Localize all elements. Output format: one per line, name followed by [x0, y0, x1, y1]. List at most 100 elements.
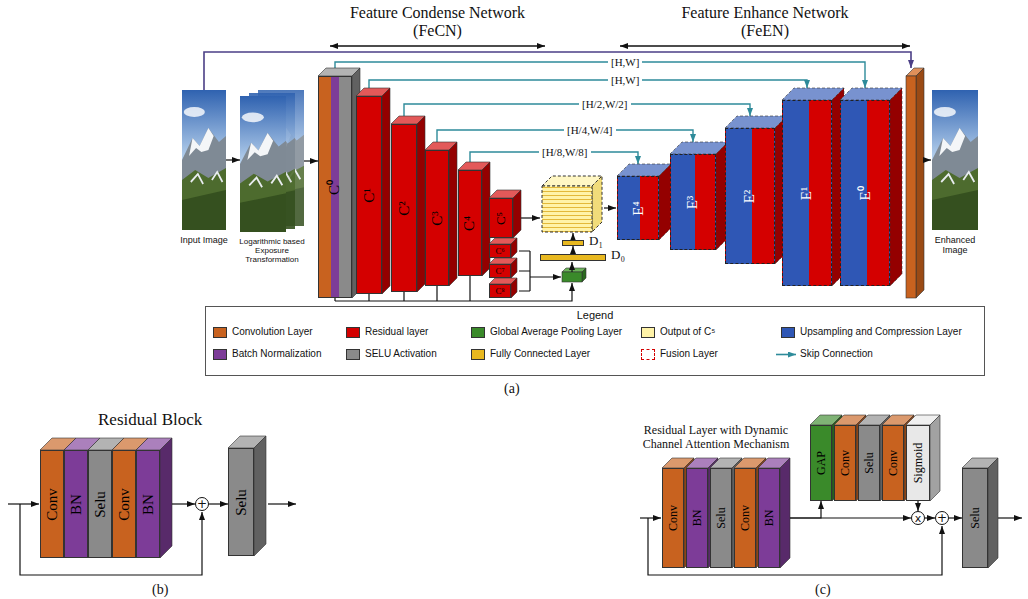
drawing-part	[998, 517, 1022, 518]
conv-layer-text: Conv	[739, 505, 751, 531]
block-side-face	[890, 88, 902, 286]
conv-layer-text: Conv	[667, 505, 679, 531]
layer-block-text: C⁷	[495, 267, 504, 276]
block-side-face	[513, 190, 521, 238]
upsampling-block-text: E³	[685, 195, 700, 209]
legend-box-text: Legend	[206, 309, 984, 321]
span-arrows	[330, 45, 910, 46]
fusion-swatch	[641, 349, 655, 360]
connector	[917, 501, 918, 511]
drawing-part	[562, 272, 582, 282]
image-box: Enhanced Image	[932, 90, 978, 230]
bn-layer-text: BN	[141, 494, 156, 515]
connector	[949, 517, 962, 518]
sum-node: +	[935, 511, 949, 525]
connector	[172, 503, 195, 504]
drawing-part	[572, 233, 573, 240]
bn-layer: BN	[758, 468, 780, 568]
block-side-face	[511, 278, 517, 298]
layer-block: C⁷	[489, 264, 511, 278]
block-side-face	[780, 458, 790, 568]
drawing-part	[182, 90, 226, 230]
layer-block: C⁸	[489, 284, 511, 298]
gap-layer: GAP	[810, 425, 832, 501]
layer-block: C²	[391, 124, 417, 292]
upsampling-block-text: E²	[742, 189, 757, 203]
drawing-part	[8, 503, 39, 504]
fc-layer-text: D₁	[589, 233, 603, 249]
selu-layer: Selu	[962, 468, 988, 568]
block-side-face	[160, 438, 172, 558]
layer-block-text: C⁵	[494, 211, 507, 224]
sum-node-text: +	[197, 498, 207, 510]
block-side-face	[254, 436, 266, 556]
upsampling-block: E³	[670, 154, 716, 250]
text-label: [H/2,W/2]	[579, 98, 631, 111]
selu-layer: Selu	[228, 448, 254, 556]
drawing-part	[268, 503, 296, 504]
drawing-part	[369, 80, 807, 88]
selu-layer: Selu	[710, 468, 732, 568]
selu-layer: Selu	[858, 425, 880, 501]
layer-block: C³	[425, 150, 449, 286]
image-box: Input Image	[182, 90, 226, 230]
legend-swatch	[781, 327, 795, 338]
layer-block-text: C⁰	[327, 179, 342, 194]
gap-layer-text: GAP	[815, 451, 827, 475]
legend-text: Global Average Pooling Layer	[490, 326, 622, 337]
connector	[226, 159, 240, 160]
selu-layer-text: Selu	[715, 507, 727, 528]
drawing-part	[571, 262, 572, 272]
selu-layer-text: Selu	[969, 507, 981, 528]
text-label: Residual Layer with Dynamic Channel Atte…	[630, 424, 802, 452]
block-side-face	[417, 116, 425, 292]
image-box-text: Enhanced Image	[926, 235, 984, 256]
conv-layer: Conv	[112, 450, 136, 558]
image-stack: Logarithmic based Exposure Transformatio…	[240, 90, 304, 232]
layer-block-text: C¹	[361, 188, 376, 203]
drawing-part	[916, 68, 924, 298]
text-label: (a)	[504, 381, 520, 397]
legend-swatch	[213, 327, 227, 338]
sigmoid-layer: Sigmoid	[906, 425, 930, 501]
text-label: [H,W]	[608, 74, 642, 87]
text-label: (b)	[152, 582, 168, 598]
layer-block-text: C³	[429, 211, 444, 226]
conv-layer-text: Conv	[839, 450, 851, 476]
text-label: Feature Condense Network (FeCN)	[330, 4, 545, 41]
bn-layer-text: BN	[691, 510, 703, 527]
bn-layer: BN	[686, 468, 708, 568]
legend-text: Output of C⁵	[660, 326, 715, 337]
text-label: [H/8,W/8]	[539, 146, 591, 159]
connector	[925, 517, 935, 518]
bn-layer-text: BN	[69, 494, 84, 515]
text-label: [H,W]	[608, 56, 642, 69]
layer-block-text: C⁶	[495, 247, 504, 256]
legend-text: Batch Normalization	[232, 348, 321, 359]
conv-layer: Conv	[882, 425, 904, 501]
conv-layer-text: Conv	[887, 450, 899, 476]
upsampling-block: E¹	[782, 100, 832, 286]
block-side-face	[930, 415, 940, 501]
selu-layer-text: Selu	[863, 452, 875, 473]
layer-block: C⁶	[489, 244, 511, 258]
legend-text: Fusion Layer	[660, 348, 718, 359]
legend-swatch	[471, 327, 485, 338]
layer-block: C⁰	[318, 76, 352, 298]
fc-layer: D₁	[562, 240, 584, 246]
drawing-part	[592, 176, 602, 232]
legend-text: Convolution Layer	[232, 326, 313, 337]
legend-swatch	[471, 349, 485, 360]
drawing-part	[640, 517, 661, 518]
upsampling-block: E⁰	[840, 100, 890, 286]
conv-layer-text: Conv	[45, 488, 60, 521]
image-box-text: Input Image	[176, 235, 232, 245]
drawing-part	[330, 45, 545, 46]
multiply-node-text: x	[915, 513, 922, 524]
drawing-part	[404, 104, 750, 116]
block-faces	[40, 68, 998, 568]
drawing-part	[604, 207, 616, 208]
drawing-part	[335, 62, 865, 88]
text-label: Residual Block	[98, 410, 202, 430]
connector	[209, 503, 228, 504]
